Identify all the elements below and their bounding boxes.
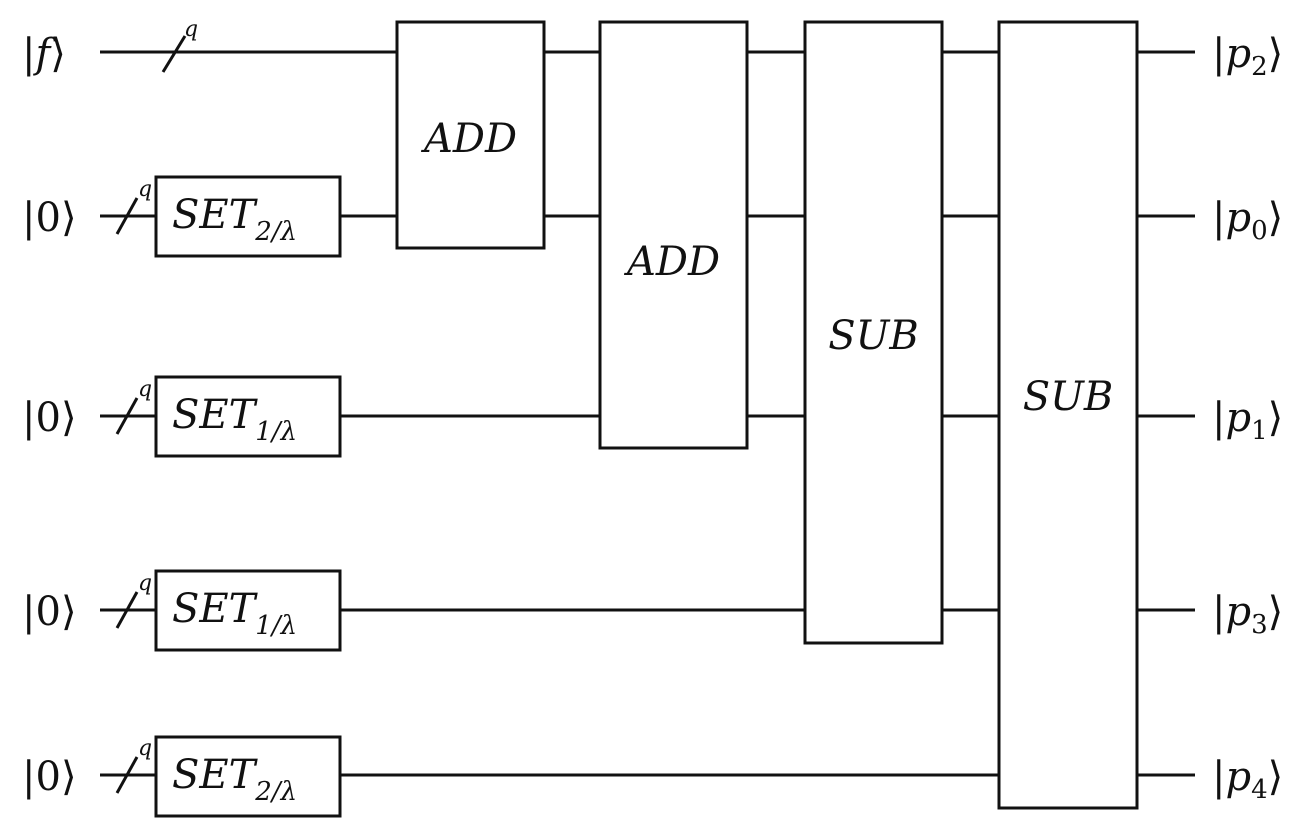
block-label: SUB	[1023, 374, 1114, 420]
output-ket-p2: |p2⟩	[1212, 31, 1283, 82]
block-label: ADD	[420, 116, 517, 162]
input-ket-0b: |0⟩	[22, 395, 77, 441]
input-ket-0c: |0⟩	[22, 589, 77, 635]
set-gate-subscript: 1/λ	[255, 417, 297, 447]
add-block-2: ADD	[598, 20, 749, 450]
set-gate-label: SET	[172, 192, 259, 238]
input-ket-0d: |0⟩	[22, 754, 77, 800]
output-ket-p3: |p3⟩	[1212, 589, 1283, 640]
set-gate-3: SET1/λ	[154, 569, 342, 652]
add-block-1: ADD	[395, 20, 546, 250]
set-gate-subscript: 1/λ	[255, 611, 297, 641]
sub-block-2: SUB	[997, 20, 1139, 810]
output-ket-p0: |p0⟩	[1212, 195, 1283, 246]
sub-block-1: SUB	[803, 20, 944, 645]
svg-text:SET2/λ: SET2/λ	[172, 192, 297, 247]
register-slash-5	[115, 756, 139, 794]
svg-text:SET1/λ: SET1/λ	[172, 392, 297, 447]
set-gate-subscript: 2/λ	[254, 777, 297, 807]
register-slash-4	[115, 591, 139, 629]
register-size-label-3: q	[138, 377, 152, 402]
register-size-label-5: q	[138, 736, 152, 761]
register-slash-3	[115, 397, 139, 435]
svg-text:SET2/λ: SET2/λ	[172, 752, 297, 807]
input-ket-0a: |0⟩	[22, 195, 77, 241]
block-label: SUB	[828, 313, 919, 359]
set-gate-label: SET	[172, 392, 259, 438]
set-gate-subscript: 2/λ	[254, 217, 297, 247]
register-size-label-4: q	[138, 571, 152, 596]
set-gate-label: SET	[172, 752, 259, 798]
output-ket-p4: |p4⟩	[1212, 754, 1283, 805]
svg-text:SET1/λ: SET1/λ	[172, 586, 297, 641]
set-gate-2: SET1/λ	[154, 375, 342, 458]
input-ket-f: |f⟩	[22, 31, 66, 77]
register-size-label-1: q	[184, 17, 198, 42]
register-slash-2	[115, 197, 139, 235]
output-ket-p1: |p1⟩	[1212, 395, 1283, 446]
set-gate-label: SET	[172, 586, 259, 632]
set-gate-1: SET2/λ	[154, 175, 342, 258]
register-size-label-2: q	[138, 177, 152, 202]
set-gate-4: SET2/λ	[154, 735, 342, 818]
register-slash-1	[161, 35, 187, 73]
block-label: ADD	[623, 239, 720, 285]
